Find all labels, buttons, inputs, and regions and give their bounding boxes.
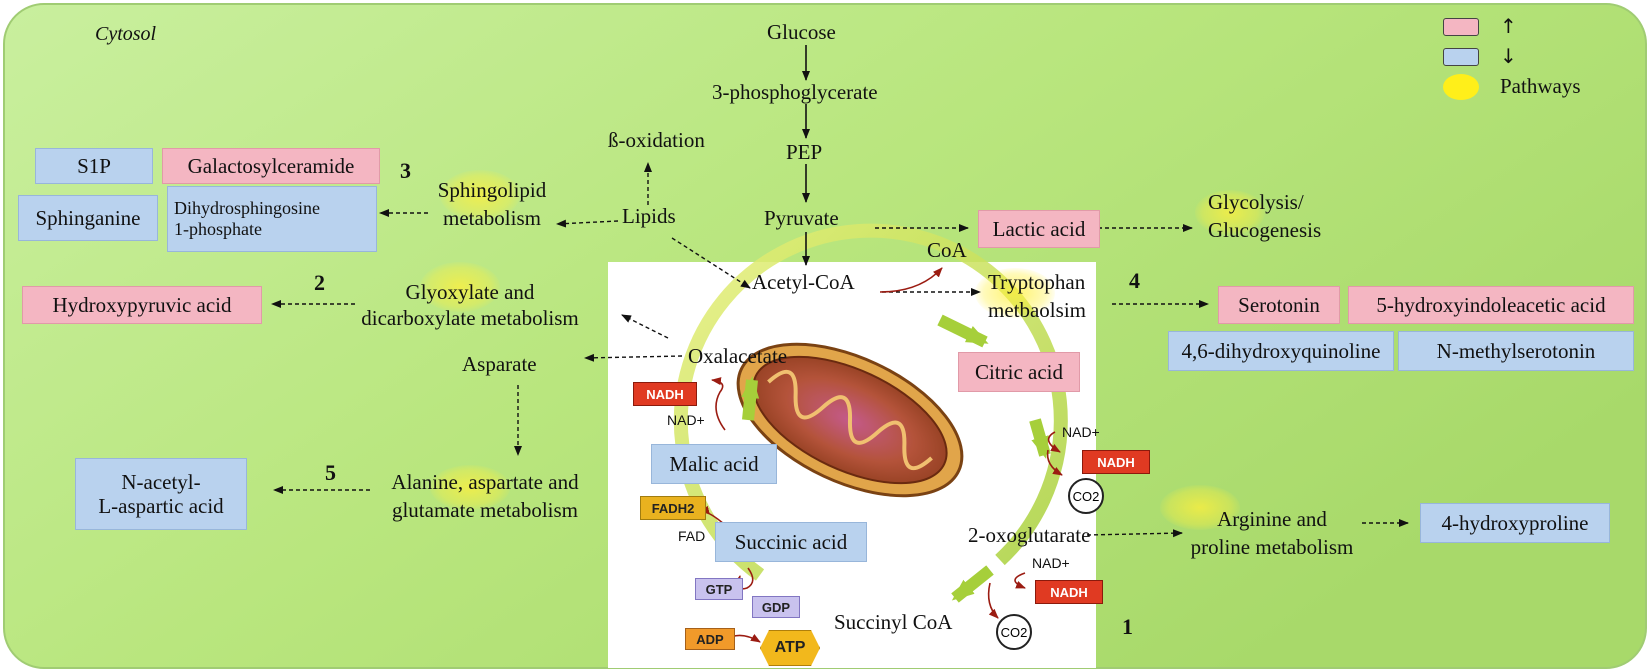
- co2-circle-citric: CO2: [1068, 478, 1104, 514]
- cycle-arrow-to-citric: [937, 314, 989, 348]
- tryptophan-label-line1: Tryptophan: [988, 270, 1086, 294]
- arrow-acetylcoa-to-coa: [879, 267, 943, 293]
- 2-oxoglutarate-label: 2-oxoglutarate: [968, 523, 1091, 547]
- cycle-arrow-to-succinylcoa: [951, 565, 994, 603]
- legend-up-arrow: ↑: [1500, 14, 1517, 38]
- citric-acid-box: Citric acid: [958, 352, 1080, 392]
- nadh-chip-oxoglutarate: NADH: [1035, 580, 1103, 604]
- nad-plus-oxoglutarate: NAD+: [1032, 555, 1070, 571]
- hydroxypyruvic-acid-box: Hydroxypyruvic acid: [22, 286, 262, 324]
- glyoxylate-label-line2: dicarboxylate metabolism: [361, 306, 579, 330]
- fadh2-chip: FADH2: [640, 496, 706, 520]
- fad-label: FAD: [678, 528, 706, 544]
- cofactor-curve-citric: [1047, 431, 1061, 453]
- n-acetyl-line2: L-aspartic acid: [98, 494, 224, 518]
- 4-hydroxyproline-box: 4-hydroxyproline: [1420, 503, 1610, 543]
- beta-oxidation-label: ß-oxidation: [608, 128, 705, 152]
- cofactor-curve-co2-top: [1046, 449, 1063, 476]
- atp-badge: ATP: [760, 630, 820, 666]
- cycle-arrow-to-oxoglutarate: [1029, 418, 1051, 459]
- cycle-arrow-to-oxalacetate: [741, 376, 760, 421]
- cofactor-curve-co2-bottom: [987, 582, 999, 619]
- acetyl-coa-label: Acetyl-CoA: [752, 270, 855, 294]
- arrow-lipids-to-sphingolipid: [556, 219, 619, 228]
- legend-down-swatch: [1443, 48, 1479, 66]
- nadh-chip-citric: NADH: [1082, 450, 1150, 474]
- nad-plus-malic: NAD+: [667, 412, 705, 428]
- gtp-chip: GTP: [695, 578, 743, 600]
- malic-acid-box: Malic acid: [651, 444, 777, 484]
- pathway-number-4: 4: [1129, 268, 1140, 293]
- mitochondrion-image: [736, 342, 964, 498]
- arginine-label-line2: proline metabolism: [1190, 535, 1354, 559]
- pathway-number-3: 3: [400, 158, 411, 183]
- 3-phosphoglycerate-label: 3-phosphoglycerate: [712, 80, 878, 104]
- adp-chip: ADP: [685, 628, 735, 650]
- legend-pathways-label: Pathways: [1500, 74, 1581, 98]
- oxalacetate-label: Oxalacetate: [688, 344, 788, 368]
- co2-circle-oxoglutarate: CO2: [996, 614, 1032, 650]
- pyruvate-label: Pyruvate: [764, 206, 839, 230]
- legend-up-swatch: [1443, 18, 1479, 36]
- dihydrosphingosine-line1: Dihydrosphingosine: [174, 198, 320, 219]
- n-acetyl-l-aspartic-acid-box: N-acetyl- L-aspartic acid: [75, 458, 247, 530]
- arginine-label-line1: Arginine and: [1217, 507, 1327, 531]
- sphingolipid-label-line2: metabolism: [443, 206, 541, 230]
- tryptophan-label-line2: metbaolsim: [988, 298, 1086, 322]
- arrow-oxalacetate-to-glyoxylate: [621, 314, 669, 339]
- lipids-label: Lipids: [622, 204, 676, 228]
- gdp-chip: GDP: [752, 596, 800, 618]
- serotonin-box: Serotonin: [1218, 286, 1340, 324]
- glycolysis-label-line2: Glucogenesis: [1208, 218, 1322, 242]
- legend-down-arrow: ↓: [1500, 44, 1517, 68]
- s1p-box: S1P: [35, 148, 153, 184]
- succinic-acid-box: Succinic acid: [715, 522, 867, 562]
- succinyl-coa-label: Succinyl CoA: [834, 610, 953, 634]
- dihydrosphingosine-box: Dihydrosphingosine 1-phosphate: [167, 186, 377, 252]
- arrow-oxoglutarate-to-arginine: [1086, 529, 1183, 538]
- alanine-label-line1: Alanine, aspartate and: [391, 470, 579, 494]
- n-methylserotonin-box: N-methylserotonin: [1398, 331, 1634, 371]
- legend-pathway-dot: [1443, 74, 1479, 100]
- asparate-label: Asparate: [462, 352, 537, 376]
- coa-label: CoA: [927, 238, 967, 262]
- cofactor-curve-oxoglutarate: [1014, 572, 1026, 589]
- pathway-number-1: 1: [1122, 614, 1133, 639]
- sphingolipid-label-line1: Sphingolipid: [437, 178, 547, 202]
- alanine-label-line2: glutamate metabolism: [391, 498, 579, 522]
- nad-plus-citric: NAD+: [1062, 424, 1100, 440]
- nadh-chip-malic: NADH: [633, 382, 697, 406]
- pep-label: PEP: [786, 140, 823, 164]
- pathway-number-5: 5: [325, 460, 336, 485]
- dihydrosphingosine-line2: 1-phosphate: [174, 219, 262, 239]
- galactosylceramide-box: Galactosylceramide: [162, 148, 380, 184]
- 5-hydroxyindoleacetic-acid-box: 5-hydroxyindoleacetic acid: [1348, 286, 1634, 324]
- arrow-oxalacetate-to-asparate: [584, 353, 683, 362]
- arrow-lipids-to-acetylcoa: [671, 237, 751, 289]
- pathway-number-2: 2: [314, 270, 325, 295]
- sphinganine-box: Sphinganine: [18, 195, 158, 241]
- dihydroxyquinoline-box: 4,6-dihydroxyquinoline: [1168, 331, 1394, 371]
- lactic-acid-box: Lactic acid: [978, 210, 1100, 248]
- cofactor-curve-malic: [711, 377, 726, 431]
- glycolysis-label-line1: Glycolysis/: [1208, 190, 1304, 214]
- cytosol-label: Cytosol: [95, 23, 157, 45]
- n-acetyl-line1: N-acetyl-: [121, 469, 201, 494]
- glucose-label: Glucose: [767, 20, 836, 44]
- glyoxylate-label-line1: Glyoxylate and: [405, 280, 535, 304]
